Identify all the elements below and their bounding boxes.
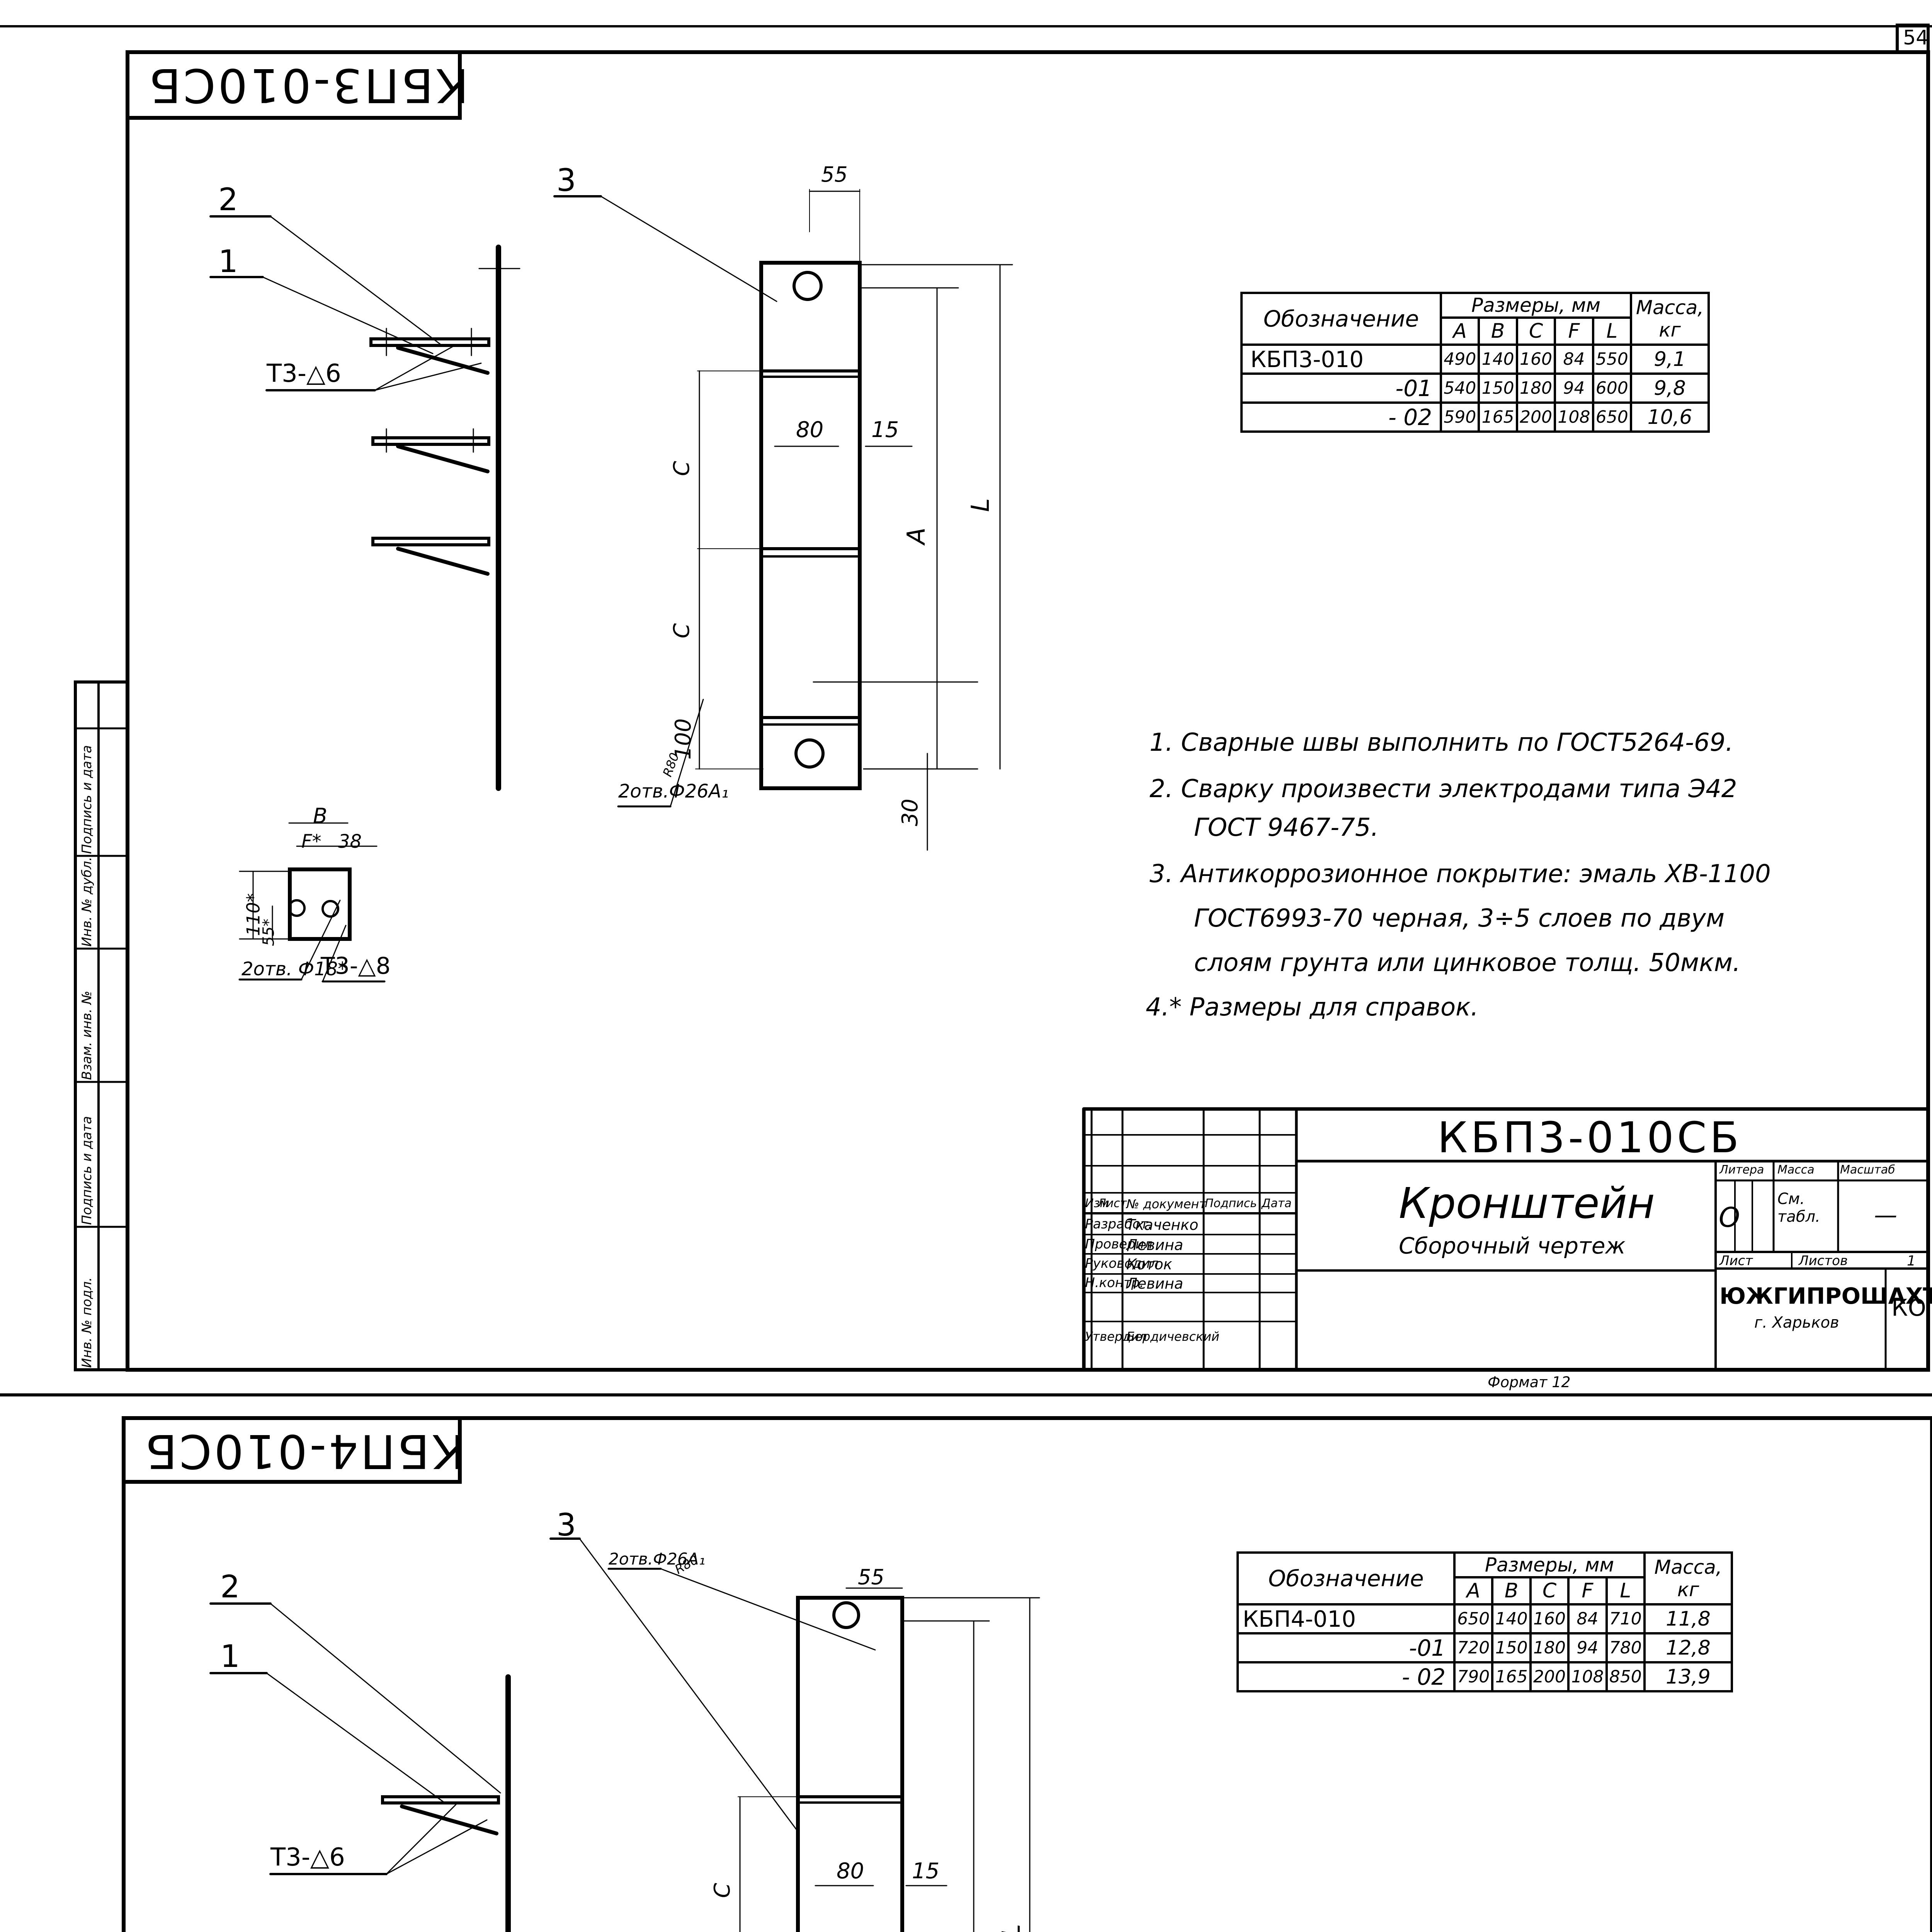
sub-col: L [1605, 1576, 1646, 1605]
dim-b: B [313, 804, 328, 828]
table-row: -01 540 150 180 94 600 9,8 [1240, 372, 1710, 404]
sub-col: B [1491, 1576, 1532, 1605]
table-row: - 02 590 165 200 108 650 10,6 [1240, 401, 1710, 433]
header-cell: № документ [1126, 1197, 1206, 1211]
header-cell: Изм [1085, 1197, 1109, 1210]
dim-80: 80 [837, 1859, 864, 1884]
role-label: Руководил [1085, 1256, 1159, 1271]
table-row: -01 720 150 180 94 780 12,8 [1236, 1632, 1733, 1663]
sub-col: L [1592, 316, 1633, 346]
table-row: КБП3-010 490 140 160 84 550 9,1 [1240, 344, 1710, 375]
note-line: ГОСТ6993-70 черная, 3÷5 слоев по двум [1194, 904, 1725, 933]
dim-15: 15 [871, 417, 899, 442]
role-label: Утвердил [1085, 1329, 1147, 1344]
dim-c: C [710, 1883, 735, 1898]
dim-55-small: 55* [260, 918, 278, 946]
sub-col: B [1478, 316, 1518, 346]
role-label: Проверил [1085, 1236, 1153, 1252]
note-line: 1. Сварные швы выполнить по ГОСТ5264-69. [1150, 728, 1733, 757]
mass-label: Масса [1777, 1163, 1815, 1177]
holes-26-label: 2отв.Ф26А₁ [618, 781, 729, 802]
sheets-label: Листов [1799, 1253, 1848, 1269]
holes-18-label: 2отв. Ф18* [242, 958, 347, 980]
part-name: Кронштейн [1399, 1179, 1655, 1228]
sheets-count: 1 [1907, 1253, 1916, 1269]
side-label: Взам. инв. № [79, 991, 95, 1080]
dim-c: C [669, 623, 695, 639]
weld-symbol-6: Т3-△6 [267, 359, 341, 388]
litera-value: О [1719, 1202, 1740, 1233]
paper-format: Формат 12 [1488, 1374, 1571, 1391]
sub-col: C [1515, 316, 1556, 346]
col-sizes: Размеры, мм [1440, 292, 1632, 319]
header-cell: Подпись [1205, 1197, 1257, 1210]
weld-symbol-8: Т3-△8 [321, 952, 391, 980]
drawing-code: КБП3-010СБ [1437, 1113, 1742, 1162]
header-cell: Дата [1262, 1197, 1292, 1210]
litera-label: Литера [1719, 1163, 1764, 1177]
mirrored-sheet-code: КБП4-010СБ [143, 1424, 465, 1478]
table-row: КБП4-010 650 140 160 84 710 11,8 [1236, 1603, 1733, 1634]
person-name: Левина [1126, 1275, 1184, 1292]
dim-l: L [997, 1924, 1026, 1932]
note-line: ГОСТ 9467-75. [1194, 813, 1379, 842]
col-designation: Обозначение [1236, 1551, 1456, 1605]
note-line: 3. Антикоррозионное покрытие: эмаль ХВ-1… [1150, 860, 1771, 888]
person-name: Бердичевский [1126, 1329, 1219, 1344]
dimensions-table: Обозначение Размеры, мм Масса, кг A B C … [1240, 292, 1710, 433]
callout-2: 2 [218, 182, 238, 218]
callout-1: 1 [218, 243, 238, 279]
header-cell: Лист [1097, 1197, 1127, 1210]
callout-3: 3 [556, 162, 576, 198]
dim-80: 80 [796, 417, 824, 442]
role-label: Н.контр. [1085, 1275, 1144, 1291]
callout-3: 3 [556, 1507, 576, 1543]
dim-55: 55 [821, 162, 848, 187]
scale-value: — [1874, 1202, 1897, 1229]
person-name: Коток [1126, 1256, 1172, 1273]
dim-l: L [966, 498, 995, 512]
side-label: Подпись и дата [79, 1116, 95, 1225]
holes-26-label: 2отв.Ф26А₁ [609, 1549, 706, 1568]
person-name: Левина [1126, 1236, 1184, 1253]
table-row: - 02 790 165 200 108 850 13,9 [1236, 1661, 1733, 1692]
sheet-label: Лист [1719, 1253, 1753, 1269]
side-label: Подпись и дата [79, 745, 95, 854]
city: г. Харьков [1754, 1314, 1839, 1332]
mirrored-sheet-code: КБП3-010СБ [147, 58, 469, 112]
sub-col: F [1554, 316, 1594, 346]
sub-col: C [1529, 1576, 1570, 1605]
col-mass: Масса, кг [1630, 292, 1710, 346]
dim-15: 15 [912, 1859, 940, 1884]
sub-col: A [1439, 316, 1480, 346]
note-line: 4.* Размеры для справок. [1146, 993, 1479, 1022]
sub-col: A [1453, 1576, 1494, 1605]
note-line: 2. Сварку произвести электродами типа Э4… [1150, 775, 1737, 803]
dim-f: F* [301, 831, 321, 852]
weld-symbol-6: Т3-△6 [270, 1843, 345, 1872]
dim-55: 55 [858, 1565, 884, 1589]
col-sizes: Размеры, мм [1453, 1551, 1646, 1578]
page-number: 54 [1903, 26, 1929, 49]
dim-a: A [902, 527, 931, 544]
dimensions-table: Обозначение Размеры, мм Масса, кг A B C … [1236, 1551, 1733, 1692]
dim-30: 30 [898, 798, 923, 827]
side-label: Инв. № дубл. [79, 857, 95, 947]
mass-value: См. табл. [1777, 1190, 1820, 1226]
drawing-type: Сборочный чертеж [1399, 1233, 1626, 1259]
organization: ЮЖГИПРОШАХТ [1719, 1283, 1932, 1309]
sub-col: F [1567, 1576, 1608, 1605]
callout-1: 1 [220, 1638, 240, 1674]
person-name: Ткаченко [1126, 1216, 1199, 1233]
side-label: Инв. № подл. [79, 1277, 95, 1368]
dim-38: 38 [338, 831, 362, 852]
role-label: Разработ. [1085, 1216, 1153, 1232]
note-line: слоям грунта или цинковое толщ. 50мкм. [1194, 949, 1741, 977]
scale-label: Масштаб [1840, 1163, 1895, 1177]
col-mass: Масса, кг [1643, 1551, 1733, 1605]
callout-2: 2 [220, 1569, 240, 1605]
org-code: КО [1891, 1294, 1926, 1321]
col-designation: Обозначение [1240, 292, 1442, 346]
dim-c: C [669, 461, 695, 476]
